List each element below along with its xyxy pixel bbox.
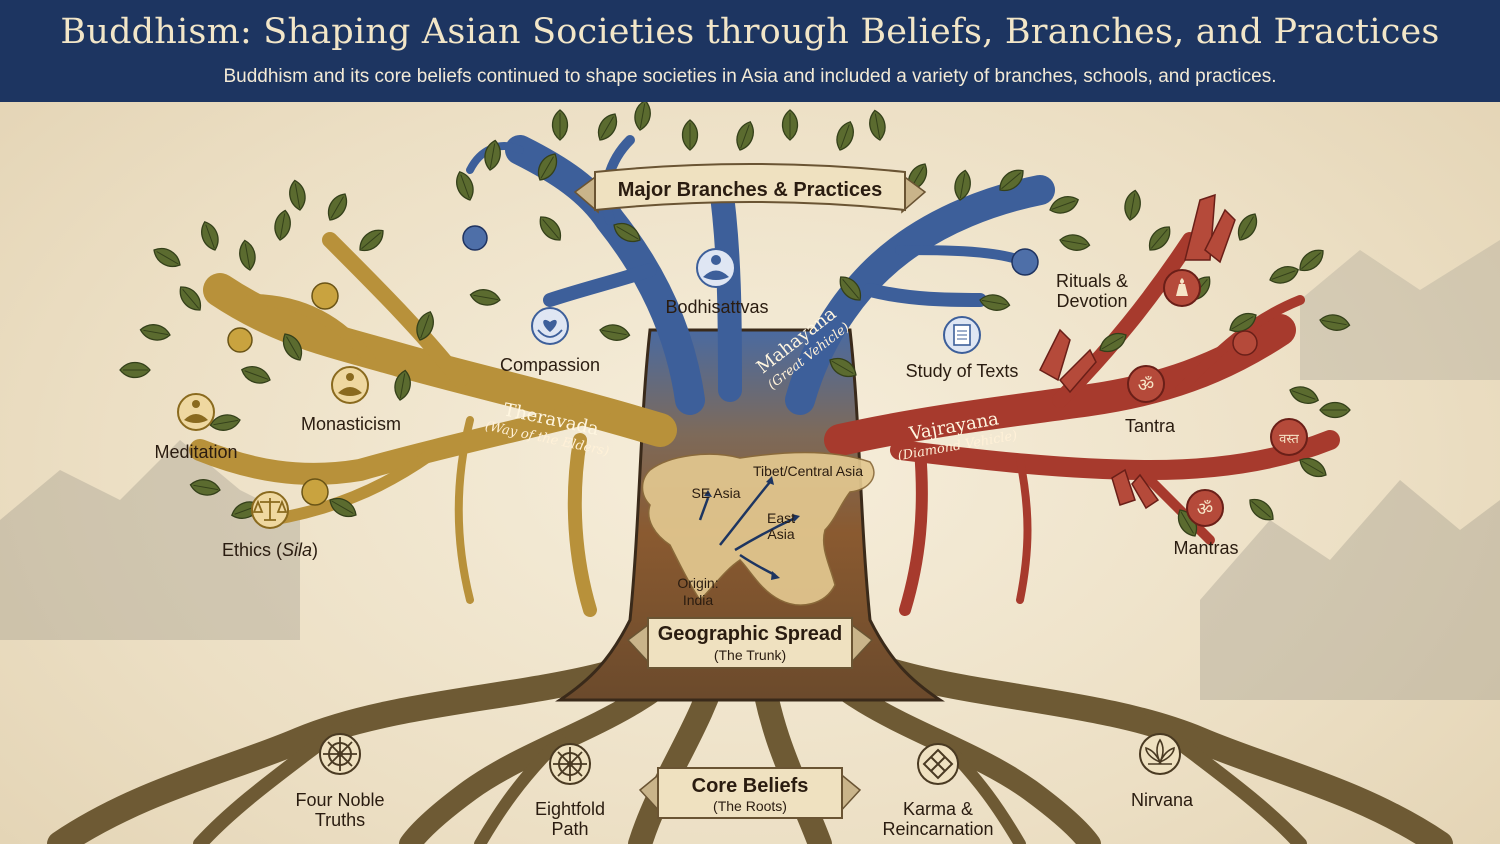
lotus-icon bbox=[1139, 733, 1181, 775]
mantra-icon: ॐ bbox=[1186, 489, 1224, 527]
map-label-origin-line1: Origin: bbox=[677, 575, 718, 591]
map-label-se-asia: SE Asia bbox=[691, 485, 740, 501]
header-banner: Buddhism: Shaping Asian Societies throug… bbox=[0, 0, 1500, 102]
meditating-figure-icon bbox=[177, 393, 215, 431]
hands-heart-icon bbox=[531, 307, 569, 345]
bodhisattvas-label: Bodhisattvas bbox=[665, 297, 768, 317]
monasticism-label: Monasticism bbox=[301, 414, 401, 434]
eightfold-path-label-line2: Path bbox=[551, 819, 588, 839]
map-label-east-asia-line2: Asia bbox=[767, 526, 794, 542]
vajra-symbol-icon: वस्त bbox=[1270, 418, 1308, 456]
rituals-label-line2: Devotion bbox=[1056, 291, 1127, 311]
buddha-icon bbox=[696, 248, 736, 288]
roots-ribbon: Core Beliefs (The Roots) bbox=[638, 767, 862, 819]
page-subtitle: Buddhism and its core beliefs continued … bbox=[223, 66, 1277, 87]
four-noble-truths-label-line1: Four Noble bbox=[295, 790, 384, 810]
dharma-wheel-icon bbox=[319, 733, 361, 775]
theravada-ornaments bbox=[227, 282, 339, 506]
endless-knot-icon bbox=[917, 743, 959, 785]
theravada-branch bbox=[189, 232, 677, 617]
tantra-icon: ॐ bbox=[1127, 365, 1165, 403]
page-title: Buddhism: Shaping Asian Societies throug… bbox=[60, 12, 1440, 52]
trunk-ribbon: Geographic Spread (The Trunk) bbox=[626, 617, 874, 669]
trunk-ribbon-subtitle: (The Trunk) bbox=[714, 647, 786, 663]
branches-ribbon-title: Major Branches & Practices bbox=[618, 179, 883, 201]
map-label-tibet: Tibet/Central Asia bbox=[753, 463, 863, 479]
tantra-glyph: ॐ bbox=[1138, 375, 1154, 396]
four-noble-truths-label-line2: Truths bbox=[315, 810, 365, 830]
ethics-label: Ethics (Sila) bbox=[222, 540, 318, 560]
vajrayana-ornaments bbox=[1232, 330, 1258, 356]
map-label-east-asia-line1: East bbox=[767, 510, 795, 526]
mantras-label: Mantras bbox=[1173, 538, 1238, 558]
compassion-label: Compassion bbox=[500, 355, 600, 375]
dharma-wheel-icon bbox=[549, 743, 591, 785]
mahayana-ornaments bbox=[462, 225, 1039, 276]
meditating-figure-icon bbox=[331, 366, 369, 404]
background-mountains bbox=[0, 240, 1500, 700]
karma-label-line2: Reincarnation bbox=[882, 819, 993, 839]
eightfold-path-label-line1: Eightfold bbox=[535, 799, 605, 819]
roots-ribbon-subtitle: (The Roots) bbox=[713, 798, 787, 814]
map-label-origin-line2: India bbox=[683, 592, 714, 608]
branches-ribbon: Major Branches & Practices bbox=[573, 163, 927, 214]
rituals-icon bbox=[1163, 269, 1201, 307]
mantra-glyph: ॐ bbox=[1197, 499, 1213, 520]
study-of-texts-label: Study of Texts bbox=[906, 361, 1019, 381]
crystal-icon bbox=[1039, 193, 1236, 510]
roots-ribbon-title: Core Beliefs bbox=[692, 775, 809, 797]
trunk-ribbon-title: Geographic Spread bbox=[658, 623, 843, 645]
asia-map bbox=[641, 451, 875, 606]
tantra-label: Tantra bbox=[1125, 416, 1176, 436]
book-icon bbox=[943, 316, 981, 354]
rituals-label-line1: Rituals & bbox=[1056, 271, 1128, 291]
meditation-label: Meditation bbox=[154, 442, 237, 462]
nirvana-label: Nirvana bbox=[1131, 790, 1194, 810]
scales-icon bbox=[251, 491, 289, 529]
vajra-glyph: वस्त bbox=[1279, 432, 1299, 447]
karma-label-line1: Karma & bbox=[903, 799, 973, 819]
